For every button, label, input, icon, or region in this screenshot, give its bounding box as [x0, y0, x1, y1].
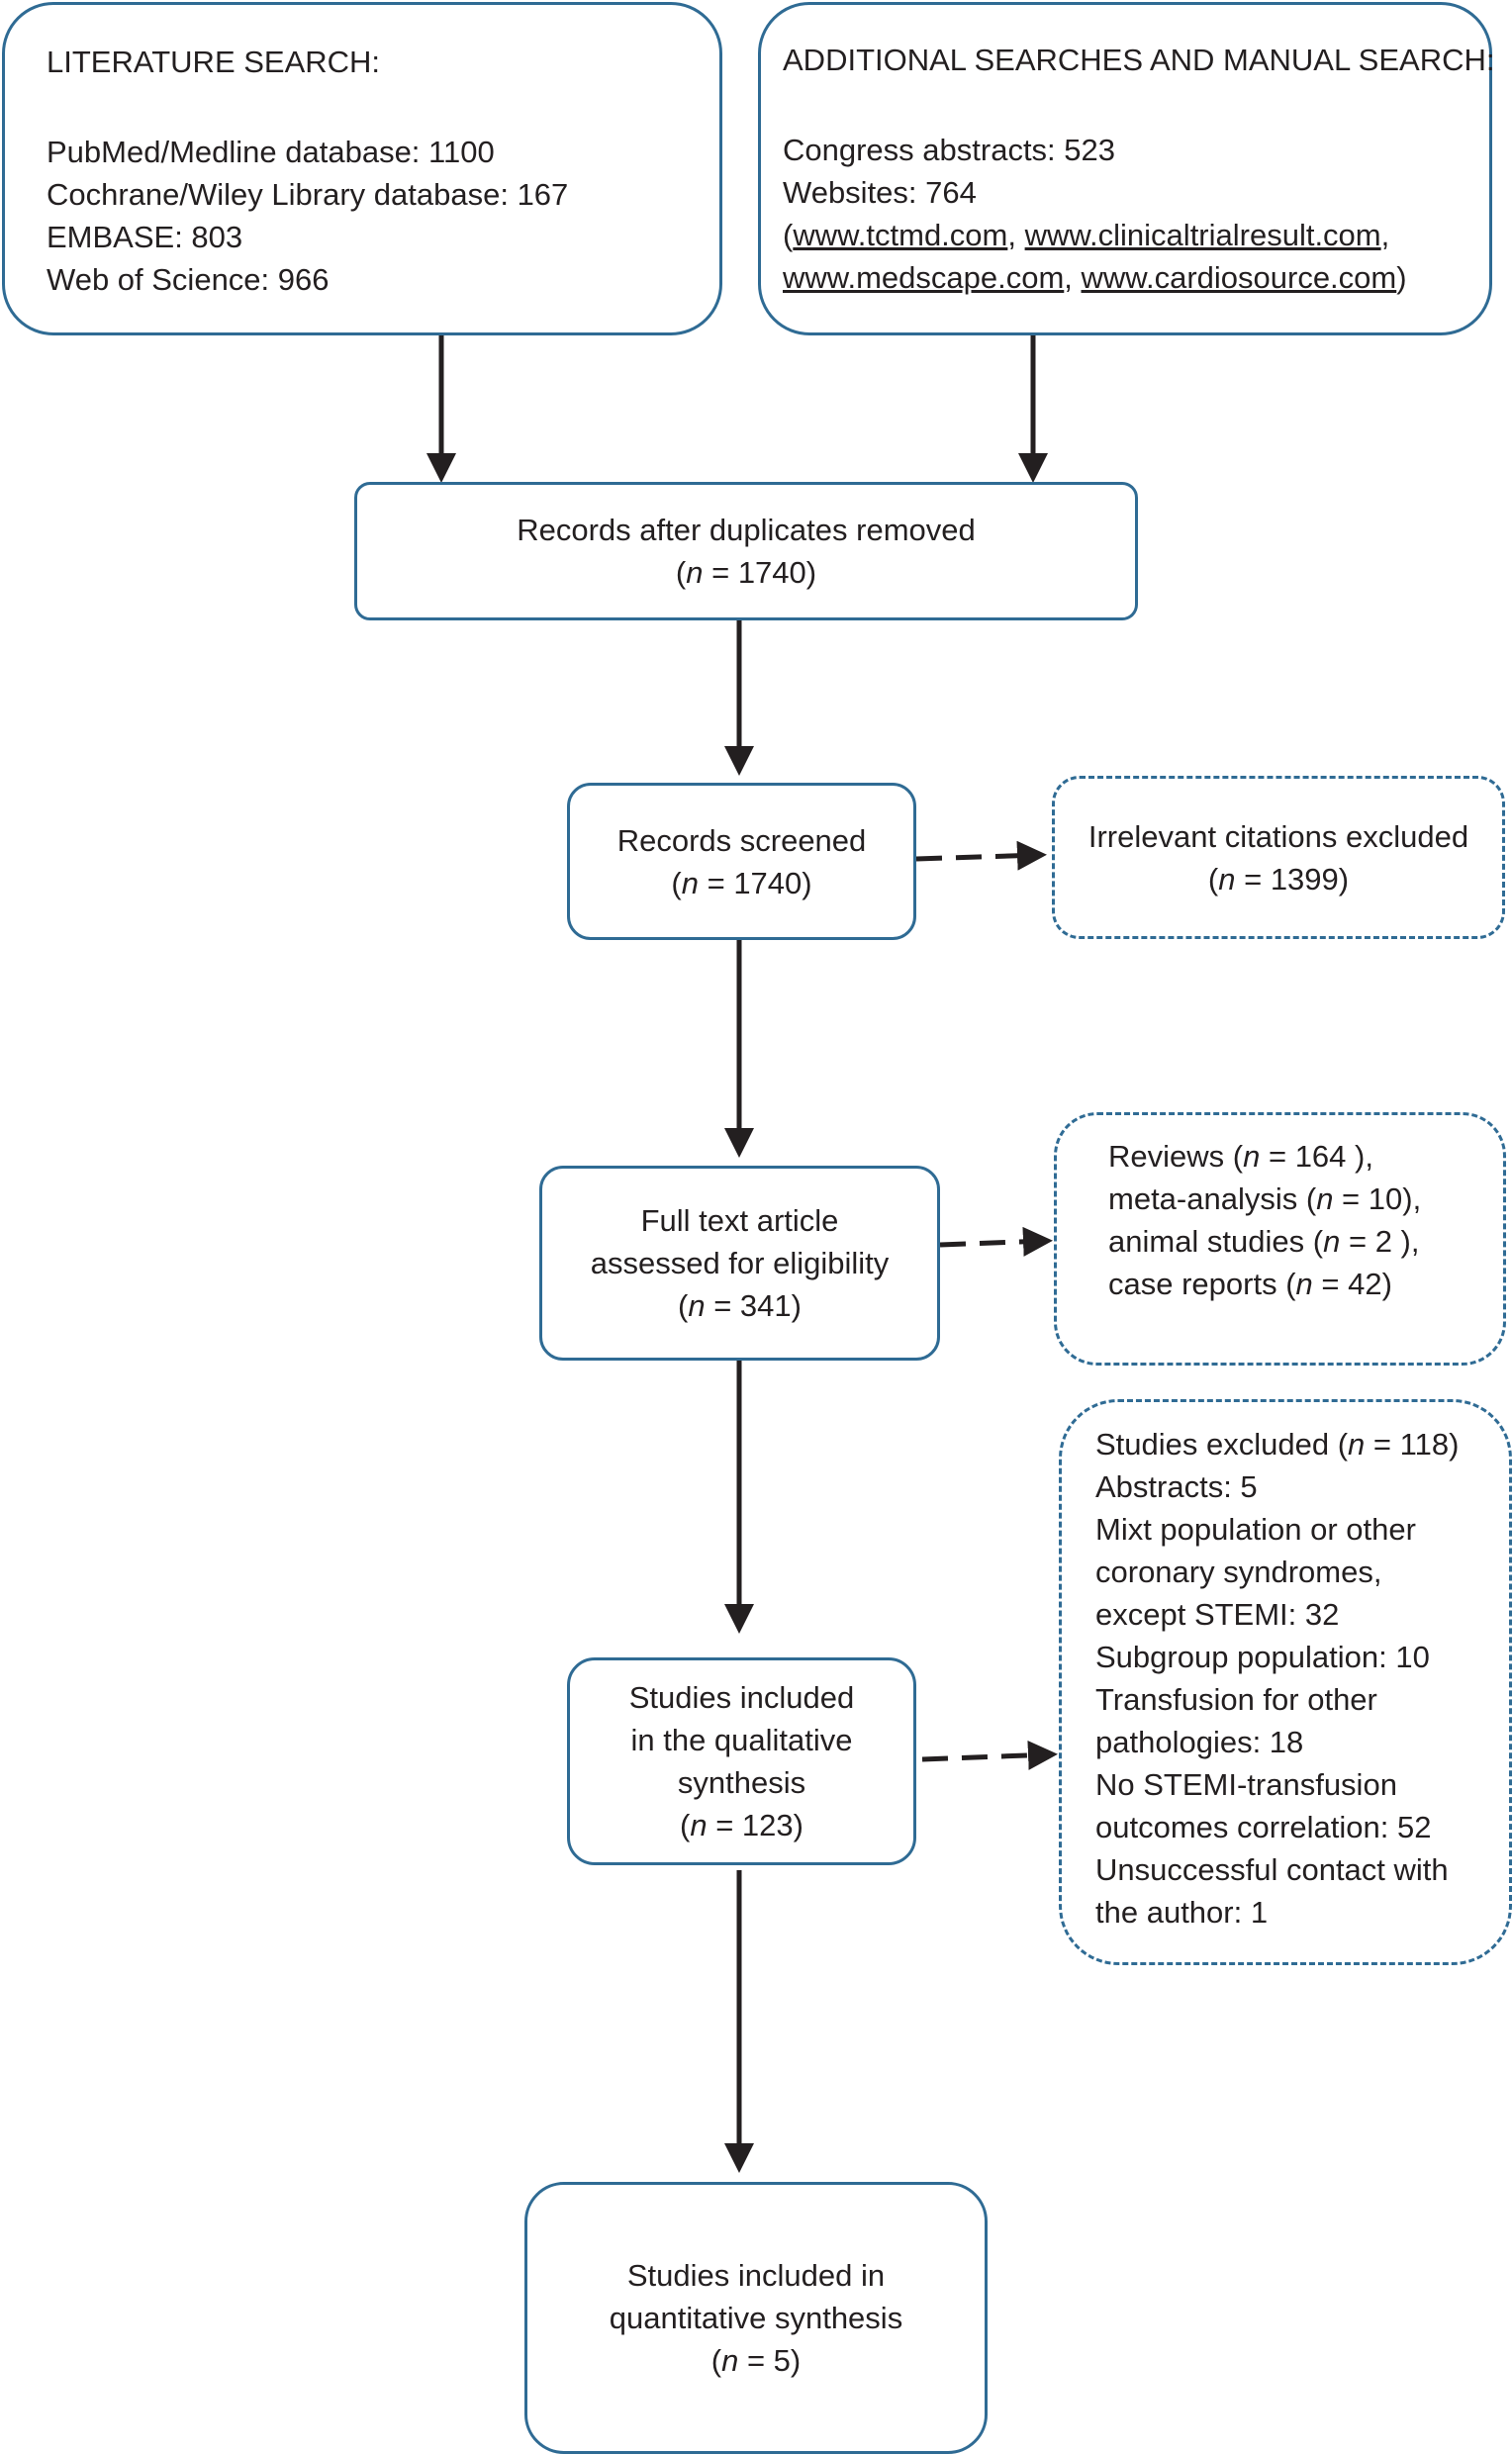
- link-clinicaltrialresult[interactable]: www.clinicaltrialresult.com: [1024, 218, 1381, 252]
- excluded-reason-line: Unsuccessful contact with: [1095, 1852, 1449, 1887]
- reviews-count: Reviews (n = 164 ),: [1108, 1139, 1373, 1174]
- qualitative-line-1: Studies included: [628, 1680, 855, 1715]
- websites-count: Websites: 764: [783, 175, 977, 210]
- full-text-line-1: Full text article: [640, 1203, 839, 1238]
- records-screened-n: (n = 1740): [671, 865, 812, 900]
- excluded-reason-line: pathologies: 18: [1095, 1725, 1304, 1759]
- meta-analysis-count: meta-analysis (n = 10),: [1108, 1181, 1422, 1216]
- web-of-science-count: Web of Science: 966: [47, 262, 330, 297]
- quantitative-synthesis-box: Studies included in quantitative synthes…: [524, 2182, 988, 2454]
- pubmed-count: PubMed/Medline database: 1100: [47, 135, 495, 169]
- qualitative-n: (n = 123): [680, 1808, 803, 1842]
- website-links-line-1: (www.tctmd.com, www.clinicaltrialresult.…: [783, 218, 1390, 252]
- excluded-reason-line: coronary syndromes,: [1095, 1555, 1382, 1589]
- link-tctmd[interactable]: www.tctmd.com: [793, 218, 1008, 252]
- excluded-reason-line: Mixt population or other: [1095, 1512, 1416, 1547]
- literature-search-box: LITERATURE SEARCH: PubMed/Medline databa…: [2, 2, 722, 335]
- full-text-line-2: assessed for eligibility: [590, 1246, 890, 1280]
- excluded-reason-line: No STEMI-transfusion: [1095, 1767, 1397, 1802]
- excluded-reason-line: Transfusion for other: [1095, 1682, 1377, 1717]
- link-cardiosource[interactable]: www.cardiosource.com: [1081, 260, 1397, 295]
- irrelevant-excluded-label: Irrelevant citations excluded: [1087, 818, 1469, 854]
- excluded-reason-line: Subgroup population: 10: [1095, 1640, 1430, 1674]
- embase-count: EMBASE: 803: [47, 220, 243, 254]
- excluded-reason-line: except STEMI: 32: [1095, 1597, 1340, 1632]
- qualitative-line-3: synthesis: [677, 1765, 806, 1800]
- duplicates-removed-label: Records after duplicates removed: [517, 513, 976, 547]
- literature-search-heading: LITERATURE SEARCH:: [47, 45, 381, 79]
- records-screened-label: Records screened: [616, 822, 867, 858]
- quantitative-n: (n = 5): [710, 2343, 802, 2378]
- excluded-types-box: Reviews (n = 164 ), meta-analysis (n = 1…: [1054, 1112, 1506, 1366]
- arrow-screened-to-irrelevant: [915, 840, 1047, 871]
- animal-studies-count: animal studies (n = 2 ),: [1108, 1224, 1420, 1259]
- duplicates-removed-n: (n = 1740): [675, 555, 817, 590]
- additional-search-heading: ADDITIONAL SEARCHES AND MANUAL SEARCH:: [783, 43, 1495, 77]
- irrelevant-excluded-box: Irrelevant citations excluded (n = 1399): [1052, 776, 1505, 939]
- quantitative-line-2: quantitative synthesis: [609, 2301, 903, 2335]
- link-medscape[interactable]: www.medscape.com: [783, 260, 1065, 295]
- cochrane-count: Cochrane/Wiley Library database: 167: [47, 177, 569, 212]
- studies-excluded-box: Studies excluded (n = 118) Abstracts: 5 …: [1059, 1399, 1512, 1965]
- arrow-qualitative-to-excluded: [921, 1740, 1058, 1770]
- congress-abstracts-count: Congress abstracts: 523: [783, 133, 1116, 167]
- qualitative-line-2: in the qualitative: [630, 1723, 853, 1757]
- irrelevant-excluded-n: (n = 1399): [1207, 861, 1350, 897]
- excluded-reason-line: Abstracts: 5: [1095, 1469, 1258, 1504]
- duplicates-removed-box: Records after duplicates removed (n = 17…: [354, 482, 1138, 620]
- studies-excluded-total: Studies excluded (n = 118): [1095, 1427, 1460, 1462]
- qualitative-synthesis-box: Studies included in the qualitative synt…: [567, 1657, 916, 1865]
- excluded-reason-line: outcomes correlation: 52: [1095, 1810, 1432, 1844]
- quantitative-line-1: Studies included in: [626, 2258, 886, 2293]
- records-screened-box: Records screened (n = 1740): [567, 783, 916, 940]
- website-links-line-2: www.medscape.com, www.cardiosource.com): [783, 260, 1407, 295]
- full-text-box: Full text article assessed for eligibili…: [539, 1166, 940, 1361]
- arrow-fulltext-to-excluded-types: [939, 1226, 1053, 1257]
- excluded-reason-line: the author: 1: [1095, 1895, 1269, 1930]
- case-reports-count: case reports (n = 42): [1108, 1267, 1392, 1301]
- additional-search-box: ADDITIONAL SEARCHES AND MANUAL SEARCH: C…: [758, 2, 1495, 335]
- full-text-n: (n = 341): [678, 1288, 802, 1323]
